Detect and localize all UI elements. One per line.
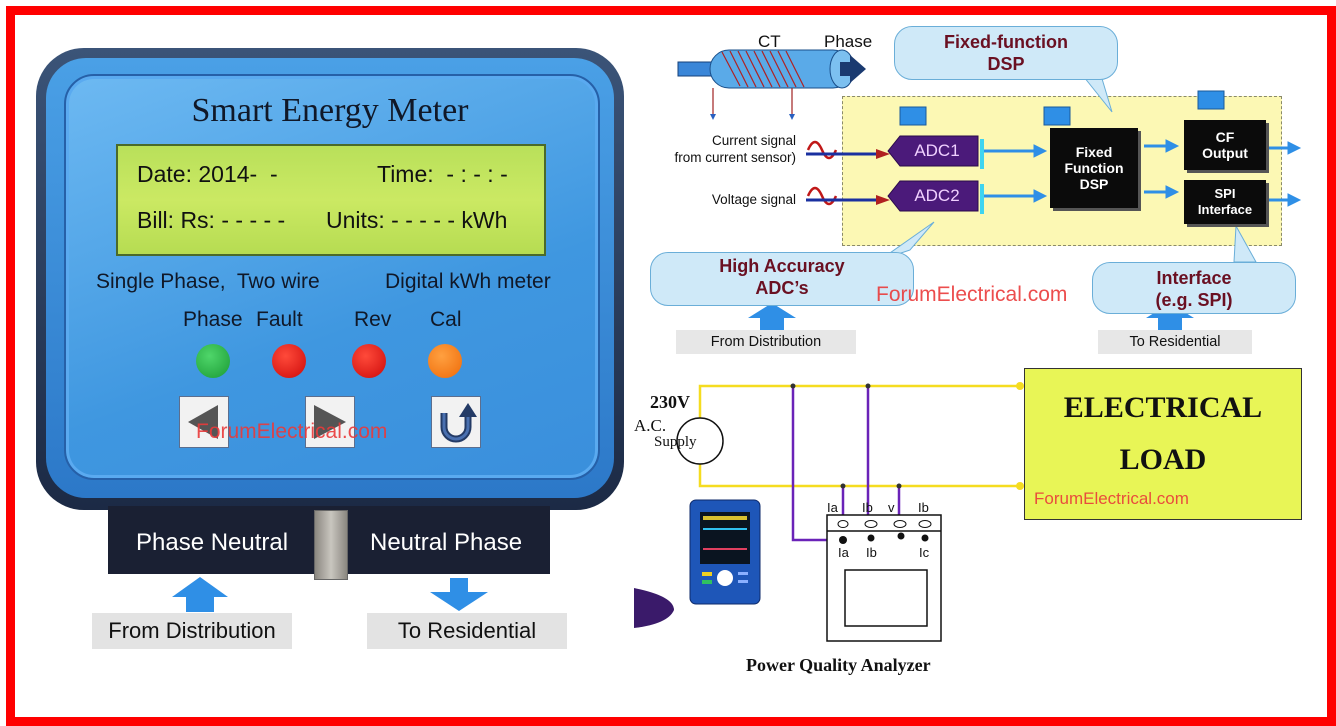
terminal-top-ib: Ib [862, 500, 873, 515]
dsp-block-line1: Fixed [1075, 144, 1113, 160]
high-accuracy-adc-callout: High Accuracy ADC’s [650, 252, 914, 306]
terminal-bottom-ia: Ia [838, 545, 849, 560]
rev-indicator-led [352, 344, 386, 378]
left-button[interactable] [179, 396, 229, 448]
power-quality-analyzer-caption: Power Quality Analyzer [746, 655, 931, 675]
lcd-units: Units: - - - - - kWh [326, 207, 508, 233]
adc-callout-line1: High Accuracy [719, 256, 845, 276]
adc1-block: ADC1 [914, 141, 960, 160]
indicator-label-rev: Rev [354, 308, 392, 331]
terminal-divider [314, 510, 348, 580]
dsp-callout-line2: DSP [987, 54, 1025, 74]
voltage-label: 230V [650, 392, 690, 412]
terminal-top-ia: Ia [827, 500, 838, 515]
indicator-label-cal: Cal [430, 308, 462, 331]
meter-description-right: Digital kWh meter [385, 270, 551, 293]
lcd-display [116, 144, 546, 256]
terminal-label-left: Phase Neutral [136, 529, 289, 556]
dsp-watermark: ForumElectrical.com [876, 283, 1068, 306]
load-line2: LOAD [1119, 443, 1207, 476]
current-signal-line1: Current signal [711, 133, 796, 148]
voltage-signal-label: Voltage signal [711, 192, 796, 207]
meter-from-distribution-label: From Distribution [92, 613, 292, 649]
dsp-block-line2: Function [1064, 160, 1124, 176]
return-button[interactable] [431, 396, 481, 448]
load-line1: ELECTRICAL [1063, 391, 1263, 424]
phase-label: Phase [824, 32, 873, 51]
cf-block-line1: CF [1215, 129, 1235, 145]
spi-block-line2: Interface [1197, 202, 1253, 217]
cf-block-line2: Output [1202, 145, 1248, 161]
dsp-block-line3: DSP [1079, 176, 1109, 192]
current-signal-label: Current signal from current sensor) [674, 132, 796, 166]
terminal-bottom-ib: Ib [866, 545, 877, 560]
adc2-block: ADC2 [914, 186, 960, 205]
ac-label: A.C. [634, 416, 667, 435]
indicator-label-phase: Phase [183, 308, 243, 331]
current-signal-line2: from current sensor) [674, 150, 796, 165]
supply-label: Supply [654, 434, 697, 450]
right-button[interactable] [305, 396, 355, 448]
meter-watermark: ForumElectrical.com [196, 420, 388, 443]
terminal-top-v: V [888, 500, 895, 515]
adc-callout-line2: ADC’s [755, 278, 809, 298]
dsp-callout-line1: Fixed-function [944, 32, 1068, 52]
electrical-load-box: ELECTRICAL LOAD ForumElectrical.com [1024, 368, 1302, 520]
meter-to-residential-label: To Residential [367, 613, 567, 649]
spi-block-line1: SPI [1214, 186, 1236, 201]
terminal-label-right: Neutral Phase [370, 529, 523, 556]
ct-label: CT [758, 32, 781, 51]
phase-indicator-led [196, 344, 230, 378]
dsp-from-distribution-label: From Distribution [676, 330, 856, 354]
lcd-time: Time: - : - : - [377, 161, 508, 187]
meter-description-left: Single Phase, Two wire [96, 270, 320, 293]
interface-callout-line2: (e.g. SPI) [1155, 290, 1233, 310]
indicator-label-fault: Fault [256, 308, 303, 331]
terminal-bottom-ic: Ic [919, 545, 930, 560]
lcd-date: Date: 2014- - [137, 161, 278, 187]
left-arrow-icon [188, 405, 218, 439]
right-arrow-icon [314, 405, 346, 439]
lcd-bill: Bill: Rs: - - - - - [137, 207, 286, 233]
load-watermark: ForumElectrical.com [1034, 489, 1189, 508]
terminal-top-ib2: Ib [918, 500, 929, 515]
fixed-function-dsp-callout: Fixed-function DSP [894, 26, 1118, 80]
fault-indicator-led [272, 344, 306, 378]
interface-callout-line1: Interface [1156, 268, 1232, 288]
u-turn-arrow-icon [440, 403, 477, 443]
cal-indicator-led [428, 344, 462, 378]
dsp-to-residential-label: To Residential [1098, 330, 1252, 354]
meter-title: Smart Energy Meter [191, 92, 469, 129]
interface-callout: Interface (e.g. SPI) [1092, 262, 1296, 314]
